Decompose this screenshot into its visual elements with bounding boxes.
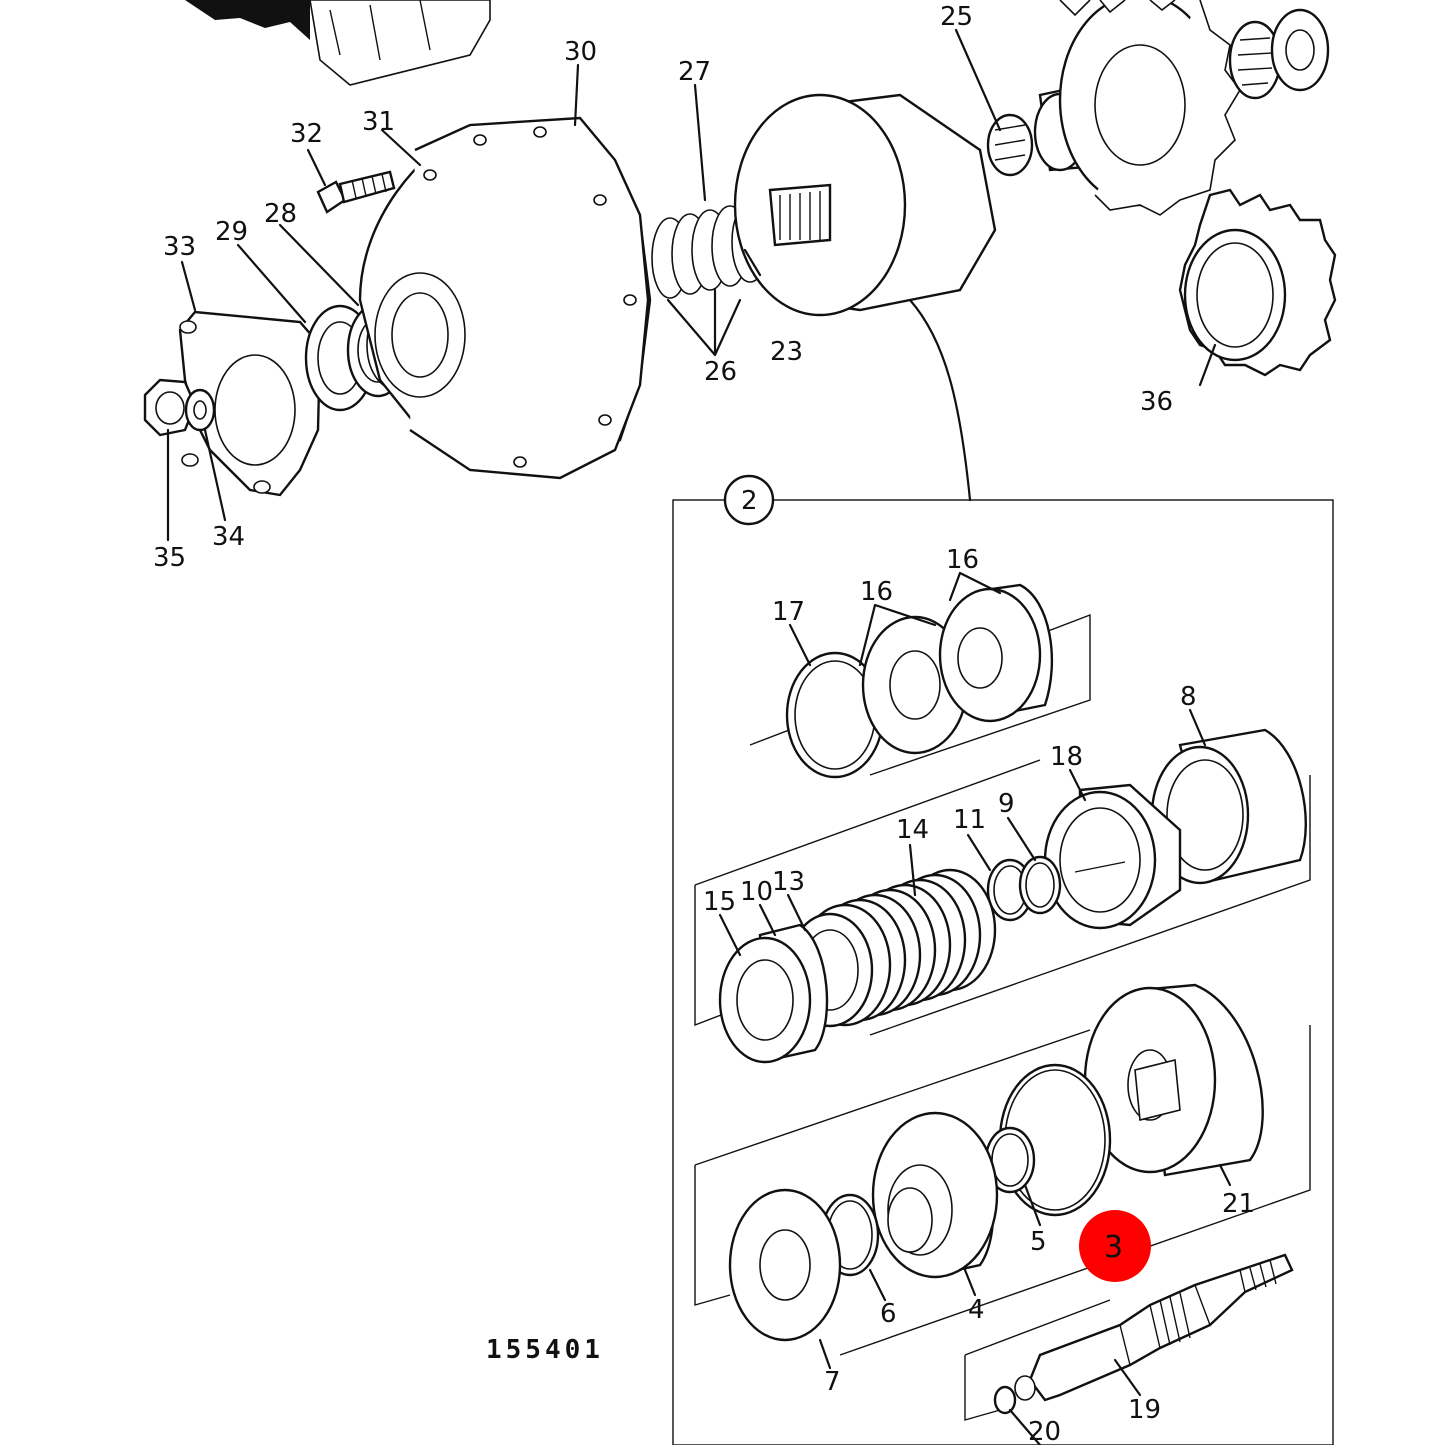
callout-27: 27 — [678, 57, 711, 87]
shaft-19 — [1014, 1253, 1294, 1402]
callout-9: 9 — [998, 789, 1015, 819]
callout-28: 28 — [264, 199, 297, 229]
callout-3: 3 — [1104, 1230, 1123, 1265]
callout-16-top: 16 — [946, 545, 979, 575]
callout-13: 13 — [772, 867, 805, 897]
callout-21: 21 — [1222, 1189, 1255, 1219]
callout-6: 6 — [880, 1299, 897, 1329]
bearing-25 — [986, 113, 1034, 177]
callout-23: 23 — [770, 337, 803, 367]
callout-14: 14 — [896, 815, 929, 845]
callout-17: 17 — [772, 597, 805, 627]
callout-8: 8 — [1180, 682, 1197, 712]
springs-26-27 — [651, 201, 769, 299]
callout-4: 4 — [968, 1295, 985, 1325]
top-housing-fragment — [185, 0, 491, 86]
plate-16-rear — [938, 583, 1054, 723]
callout-11: 11 — [953, 805, 986, 835]
washer-20 — [993, 1385, 1017, 1415]
inset-leader — [908, 298, 972, 502]
callout-31: 31 — [362, 107, 395, 137]
callout-34: 34 — [212, 522, 245, 552]
housing-30 — [358, 116, 652, 480]
callout-35: 35 — [153, 543, 186, 573]
drum-21 — [1083, 983, 1264, 1177]
hub-18 — [1043, 783, 1182, 930]
snap-ring-17 — [785, 651, 885, 779]
red-marker-circle — [1079, 1210, 1151, 1282]
bolt-32 — [316, 170, 396, 214]
callout-2: 2 — [741, 486, 758, 516]
drum-23 — [733, 93, 997, 317]
washer-7 — [728, 1188, 842, 1342]
callout-18: 18 — [1050, 742, 1083, 772]
figure-number: 155401 — [486, 1335, 604, 1365]
gear-36 — [1178, 188, 1337, 377]
ring-9 — [1018, 855, 1062, 915]
callout-10: 10 — [740, 877, 773, 907]
inset-frame — [672, 499, 1334, 1445]
callout-25: 25 — [940, 2, 973, 32]
piston-15 — [718, 923, 829, 1064]
flange-yoke-33 — [178, 310, 322, 497]
callout-16: 16 — [860, 577, 893, 607]
callout-7: 7 — [824, 1367, 841, 1397]
inset-callout-bubble — [723, 474, 775, 526]
nut-35 — [143, 378, 216, 437]
o-ring-5 — [984, 1126, 1036, 1194]
callout-36: 36 — [1140, 387, 1173, 417]
callout-5: 5 — [1030, 1227, 1047, 1257]
callout-32: 32 — [290, 119, 323, 149]
callout-labels: 25 30 27 31 32 28 29 33 23 26 36 34 35 2… — [153, 2, 1255, 1445]
callout-33: 33 — [163, 232, 196, 262]
highlight-marker-3: 3 — [1079, 1210, 1151, 1282]
callout-29: 29 — [215, 217, 248, 247]
piston-4 — [871, 1111, 999, 1279]
callout-15: 15 — [703, 887, 736, 917]
leader-lines — [166, 28, 1232, 1445]
gear-shaft-top — [1033, 0, 1330, 216]
callout-19: 19 — [1128, 1395, 1161, 1425]
callout-20: 20 — [1028, 1417, 1061, 1445]
callout-26: 26 — [704, 357, 737, 387]
callout-30: 30 — [564, 37, 597, 67]
